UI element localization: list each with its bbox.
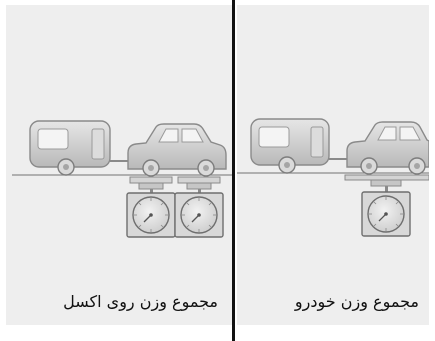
axle-scale-2-icon bbox=[174, 176, 224, 238]
vehicle-scale-icon bbox=[344, 174, 429, 237]
trailer-icon bbox=[250, 118, 349, 174]
axle-weight-illustration bbox=[12, 120, 232, 238]
axle-weight-panel: مجموع وزن روی اکسل bbox=[6, 5, 232, 325]
vehicle-weight-illustration bbox=[237, 118, 429, 237]
vehicle-weight-panel: مجموع وزن خودرو bbox=[237, 5, 429, 325]
car-icon bbox=[346, 121, 429, 175]
axle-scale-1-icon bbox=[126, 176, 176, 238]
vehicle-weight-caption: مجموع وزن خودرو bbox=[294, 292, 419, 311]
panel-divider bbox=[232, 0, 235, 341]
axle-weight-caption: مجموع وزن روی اکسل bbox=[63, 292, 218, 311]
trailer-icon bbox=[29, 120, 130, 176]
car-icon bbox=[127, 123, 227, 177]
